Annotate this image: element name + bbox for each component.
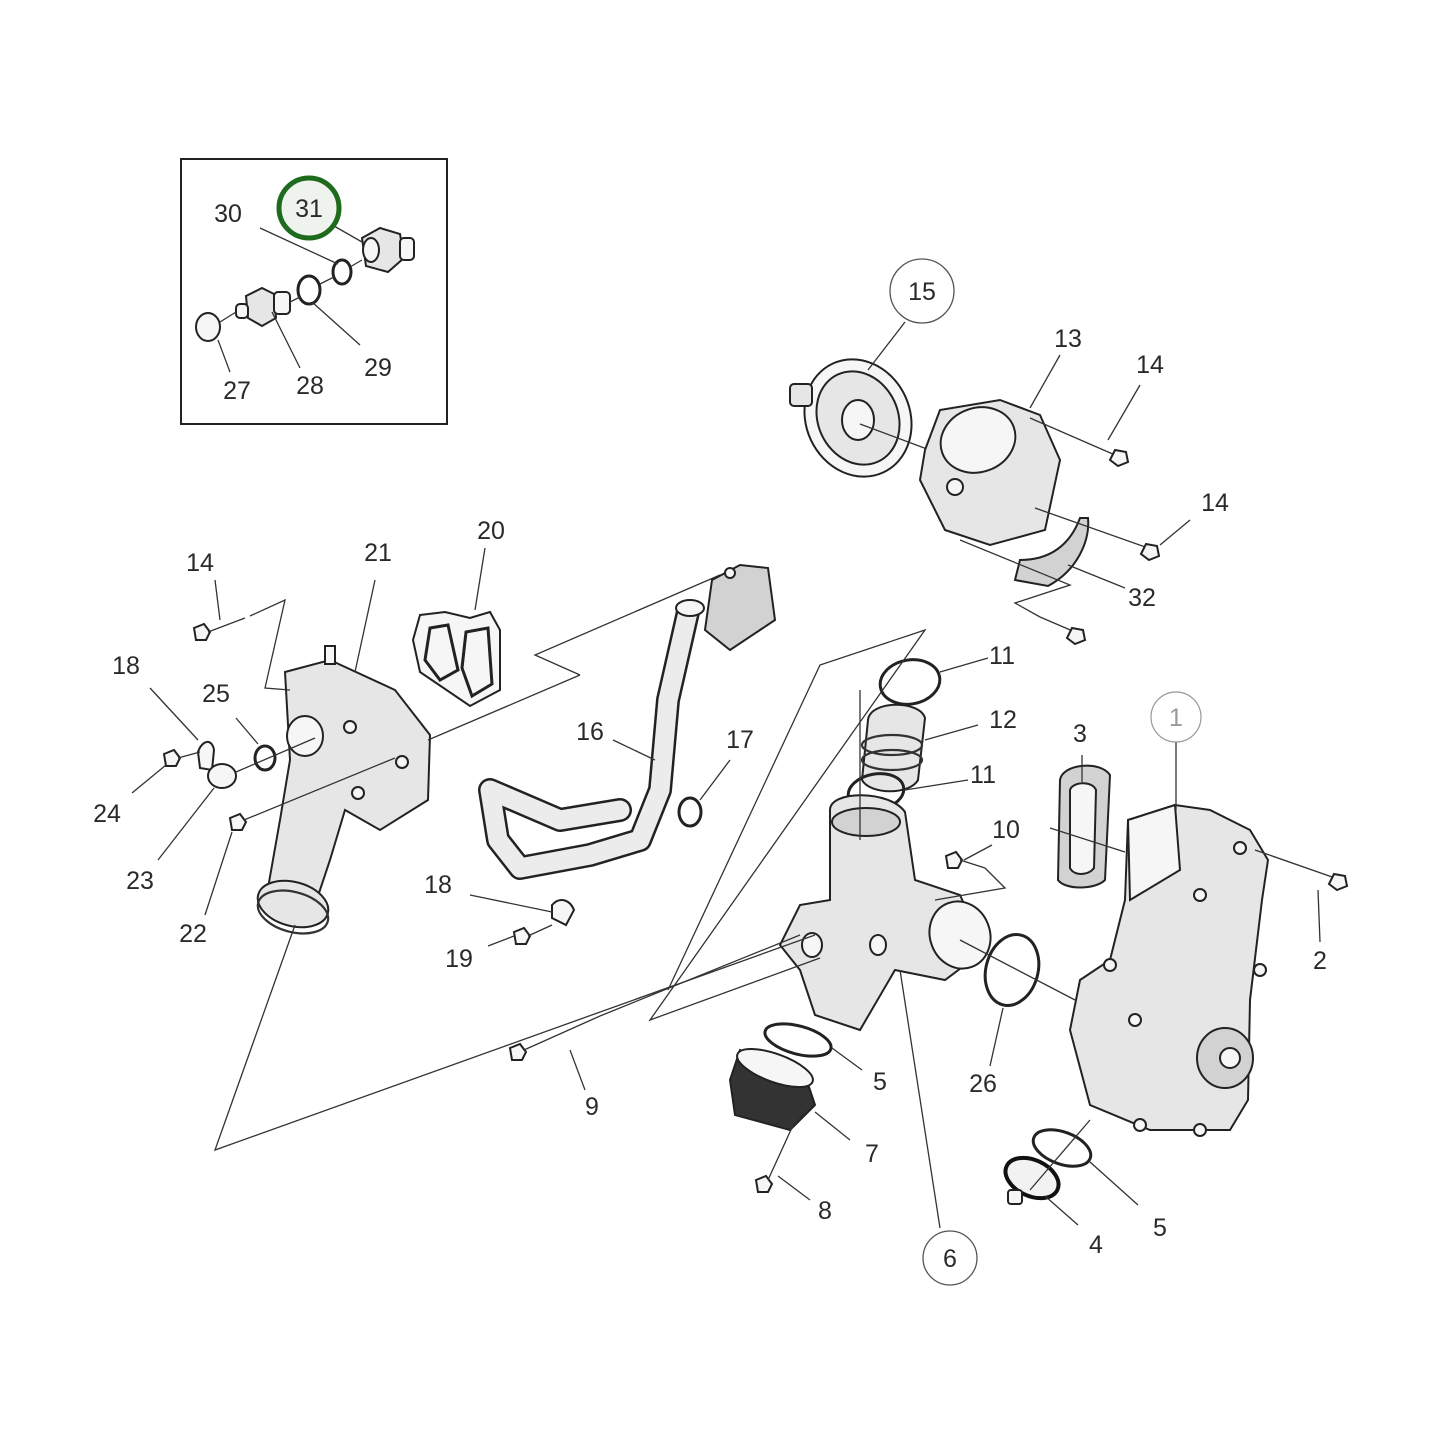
inlet-housing-group: 11 12 11 10 9 5 7 8 26 6 <box>213 628 1076 1286</box>
bolt-2-part[interactable] <box>1254 849 1349 892</box>
bolt-22-part[interactable] <box>228 757 396 831</box>
callout-11-label-a: 11 <box>989 642 1015 670</box>
bolt-14-upper[interactable] <box>1029 417 1130 468</box>
callout-6-label: 6 <box>943 1245 957 1273</box>
callout-14-label-c: 14 <box>186 549 214 577</box>
callout-24-label: 24 <box>93 800 121 828</box>
callout-32-label: 32 <box>1128 584 1156 612</box>
callout-6[interactable]: 6 <box>922 1230 978 1286</box>
callout-19-label: 19 <box>445 945 473 973</box>
o-ring-5-right[interactable] <box>1028 1123 1095 1174</box>
sealing-ring-part[interactable] <box>296 274 322 306</box>
callout-12-label: 12 <box>989 706 1017 734</box>
bolt-10-part[interactable] <box>944 850 986 869</box>
callout-28-label: 28 <box>296 372 324 400</box>
callout-5-label-a: 5 <box>873 1068 887 1096</box>
callout-9-label: 9 <box>585 1093 599 1121</box>
callout-31[interactable]: 31 <box>276 175 342 241</box>
callout-13-label: 13 <box>1054 325 1082 353</box>
o-ring-5-center[interactable] <box>762 1018 835 1063</box>
callout-18-label-b: 18 <box>424 871 452 899</box>
callout-31-label: 31 <box>295 195 323 223</box>
seal-washer-part[interactable] <box>331 258 353 286</box>
bracket-part[interactable] <box>1013 517 1090 588</box>
bolt-14-left[interactable] <box>192 617 246 641</box>
water-pump-group: 3 1 2 5 4 <box>999 691 1349 1259</box>
callout-7-label: 7 <box>865 1140 879 1168</box>
callout-11-label-b: 11 <box>970 761 996 789</box>
nut-24-part[interactable] <box>162 748 182 767</box>
plug-23-part[interactable] <box>207 763 237 789</box>
nut-19-part[interactable] <box>512 926 532 945</box>
thermostat-part[interactable] <box>786 342 931 495</box>
seal-25-part[interactable] <box>253 744 277 772</box>
o-ring-11-upper[interactable] <box>877 655 944 709</box>
callout-14-label-b: 14 <box>1201 489 1229 517</box>
callout-8-label: 8 <box>818 1197 832 1225</box>
bolt-9-part[interactable] <box>508 934 801 1061</box>
callout-26-label: 26 <box>969 1070 997 1098</box>
thermostat-4-part[interactable] <box>999 1150 1065 1206</box>
coolant-pipe-group: 16 17 18 19 <box>424 563 777 973</box>
callout-22-label: 22 <box>179 920 207 948</box>
temperature-sensor-part[interactable] <box>235 286 291 328</box>
clip-18-left[interactable] <box>196 741 216 772</box>
callout-21-label: 21 <box>364 539 392 567</box>
protective-cap-part[interactable] <box>195 312 221 342</box>
callout-17-label: 17 <box>726 726 754 754</box>
bolt-14-lower[interactable] <box>1034 507 1161 562</box>
callout-25-label: 25 <box>202 680 230 708</box>
o-ring-26-part[interactable] <box>978 928 1047 1011</box>
inset-panel: 31 30 29 28 27 <box>180 158 448 425</box>
callout-29-label: 29 <box>364 354 392 382</box>
clip-18-center[interactable] <box>551 898 576 927</box>
callout-16-label: 16 <box>576 718 604 746</box>
callout-14-label-a: 14 <box>1136 351 1164 379</box>
coolant-outlet-housing-part[interactable] <box>253 645 432 941</box>
callout-27-label: 27 <box>223 377 251 405</box>
callout-10-label: 10 <box>992 816 1020 844</box>
callout-23-label: 23 <box>126 867 154 895</box>
callout-5-label-b: 5 <box>1153 1214 1167 1242</box>
thermostat-cover-7-part[interactable] <box>728 1041 817 1132</box>
callout-1-label: 1 <box>1169 704 1183 732</box>
callout-1[interactable]: 1 <box>1150 691 1202 743</box>
water-pump-part[interactable] <box>1068 803 1270 1137</box>
connector-12-part[interactable] <box>860 703 927 793</box>
callout-15-label: 15 <box>908 278 936 306</box>
callout-3-label: 3 <box>1073 720 1087 748</box>
callout-30-label: 30 <box>214 200 242 228</box>
bolt-8-part[interactable] <box>754 1109 801 1193</box>
callout-4-label: 4 <box>1089 1231 1103 1259</box>
thermostat-group: 15 13 14 14 32 <box>786 258 1229 646</box>
coolant-inlet-housing-part[interactable] <box>778 794 1000 1032</box>
sensor-adapter-fitting-part[interactable] <box>360 226 415 274</box>
callout-18-label-a: 18 <box>112 652 140 680</box>
callout-20-label: 20 <box>477 517 505 545</box>
outlet-housing-group: 14 21 20 18 25 24 23 22 <box>93 517 721 948</box>
callout-15[interactable]: 15 <box>889 258 955 324</box>
seal-17-part[interactable] <box>677 796 703 828</box>
bolt-14-bottom[interactable] <box>1039 616 1087 646</box>
callout-2-label: 2 <box>1313 947 1327 975</box>
thermostat-housing-part[interactable] <box>918 397 1062 547</box>
